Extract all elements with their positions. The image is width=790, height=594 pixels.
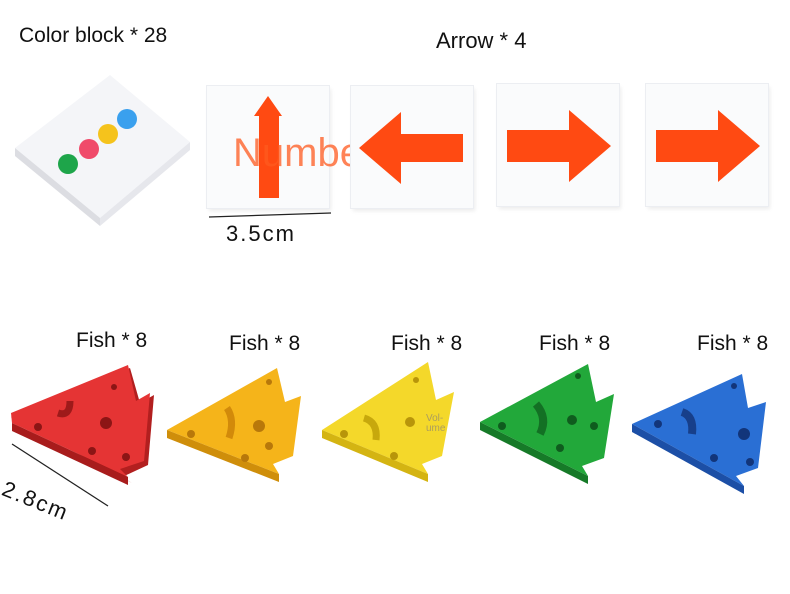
tile-width-label: 3.5cm [226, 221, 296, 246]
fish-label-yellow: Fish * 8 [391, 332, 463, 355]
watermark-text: Vol-ume [426, 413, 446, 434]
tile-dimension-line [208, 212, 332, 218]
fish-dimension-line [11, 443, 109, 507]
color-block-card [15, 75, 190, 226]
arrow-up-icon [254, 96, 282, 198]
arrow-tile-right-2 [646, 84, 768, 206]
blue-dot [117, 109, 137, 129]
yellow-fish-piece [322, 362, 454, 482]
arrow-left-icon [359, 112, 463, 184]
arrow-label: Arrow * 4 [436, 28, 527, 53]
arrow-tile-up [207, 86, 329, 208]
orange-fish-piece [167, 368, 301, 482]
fish-label-blue: Fish * 8 [697, 332, 769, 355]
pink-dot [79, 139, 99, 159]
green-fish-piece [480, 364, 614, 484]
blue-fish-piece [632, 374, 766, 494]
fish-label-red: Fish * 8 [76, 329, 148, 352]
arrow-tile-right [497, 84, 619, 206]
arrow-right-icon [507, 110, 611, 182]
red-fish-piece [11, 365, 154, 485]
color-block-label: Color block * 28 [19, 24, 168, 47]
arrow-tile-left [351, 86, 473, 208]
green-dot [58, 154, 78, 174]
fish-label-orange: Fish * 8 [229, 332, 301, 355]
fish-label-green: Fish * 8 [539, 332, 611, 355]
arrow-right-icon [656, 110, 760, 182]
yellow-dot [98, 124, 118, 144]
